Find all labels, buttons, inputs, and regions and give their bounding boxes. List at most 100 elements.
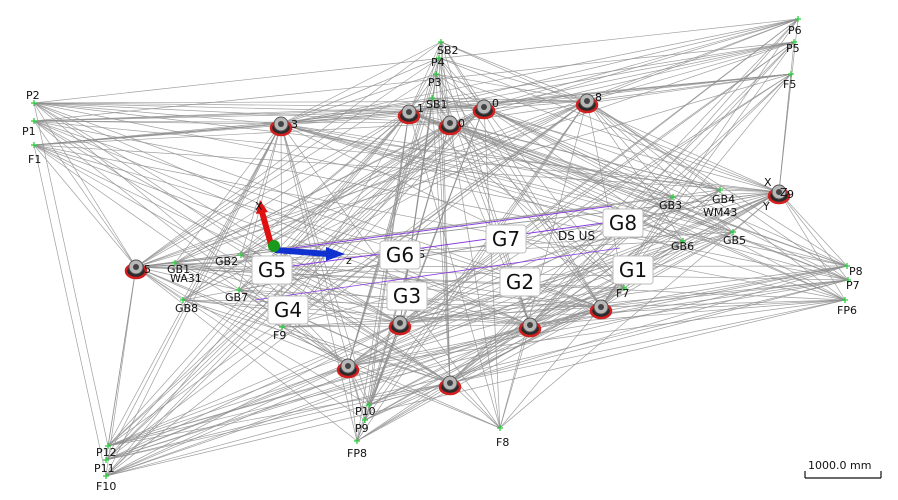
camera-c1[interactable]: 5: [124, 259, 151, 280]
ray-line: [238, 100, 588, 291]
point-marker-icon: [717, 187, 723, 193]
control-point-p6[interactable]: P6: [788, 16, 802, 37]
control-point-gb6[interactable]: GB6: [671, 238, 694, 253]
ray-line: [449, 122, 625, 289]
ray-line: [408, 41, 795, 113]
camera-c12[interactable]: [438, 375, 462, 396]
group-label-g7[interactable]: G7: [485, 224, 527, 254]
axis-x-head: [256, 200, 268, 214]
camera-lens-icon: [447, 380, 453, 386]
control-point-p9[interactable]: P9: [355, 417, 369, 435]
control-point-p7[interactable]: P7: [845, 277, 860, 292]
ray-line: [347, 299, 846, 367]
control-point-f7[interactable]: F7: [616, 285, 629, 300]
ray-line: [107, 100, 588, 447]
ray-line: [778, 191, 849, 281]
control-point-p4[interactable]: P4: [431, 55, 445, 69]
ray-line: [356, 100, 588, 442]
group-label-box: [612, 255, 654, 285]
control-point-p11[interactable]: P11: [94, 457, 115, 475]
ray-line: [107, 382, 451, 447]
group-label-g3[interactable]: G3: [386, 281, 428, 311]
ray-line: [529, 196, 674, 326]
camera-c4[interactable]: 0: [438, 115, 465, 136]
ray-line: [364, 306, 602, 421]
camera-label: 1: [417, 102, 424, 115]
ray-line: [449, 299, 846, 384]
group-label-g1[interactable]: G1: [612, 255, 654, 285]
control-point-f1[interactable]: F1: [28, 142, 41, 166]
control-point-f8[interactable]: F8: [496, 425, 509, 449]
ray-line: [347, 97, 433, 367]
control-point-f5[interactable]: F5: [783, 71, 796, 91]
camera-c9[interactable]: [518, 317, 542, 338]
control-point-gb1[interactable]: GB1: [167, 260, 190, 276]
group-label-g8[interactable]: G8: [602, 208, 644, 238]
guide-lines: [254, 205, 621, 301]
axis-x-label: X: [255, 200, 263, 213]
control-point-sb2[interactable]: SB2: [437, 39, 459, 57]
group-label-text: G6: [386, 243, 414, 267]
camera-c8[interactable]: [388, 315, 412, 336]
ray-line: [586, 100, 734, 233]
ray-line: [240, 123, 282, 256]
ray-line: [33, 100, 588, 122]
control-point-sb1[interactable]: SB1: [426, 95, 448, 111]
control-point-fp6[interactable]: FP6: [837, 297, 857, 317]
ray-line: [238, 289, 349, 367]
group-label-g6[interactable]: G6: [379, 240, 421, 270]
axis-z-arrow: [274, 247, 329, 257]
ray-line: [347, 279, 849, 367]
camera-c7[interactable]: 9: [767, 184, 794, 205]
group-label-box: [499, 267, 541, 297]
camera-c5[interactable]: 0: [472, 97, 499, 120]
ray-line: [672, 191, 780, 198]
camera-c2[interactable]: 3: [269, 116, 298, 137]
point-label: P5: [786, 42, 800, 55]
ray-line: [105, 266, 137, 461]
camera-c10[interactable]: [589, 299, 613, 320]
camera-label: 5: [144, 263, 151, 276]
camera-c6[interactable]: 8: [575, 91, 602, 114]
control-point-gb5[interactable]: GB5: [723, 229, 746, 247]
ray-line: [281, 322, 401, 328]
control-point-p2[interactable]: P2: [26, 89, 40, 106]
point-label: P12: [96, 446, 117, 459]
ray-line: [347, 287, 625, 367]
control-point-gb8[interactable]: GB8: [175, 297, 198, 315]
point-marker-icon: [279, 324, 285, 330]
camera-c3[interactable]: 1: [397, 102, 424, 125]
ray-line: [440, 41, 602, 308]
point-label: SB2: [437, 44, 459, 57]
control-point-f10[interactable]: F10: [96, 473, 116, 493]
group-label-text: G7: [492, 227, 520, 251]
ray-line: [719, 189, 780, 193]
control-point-p8[interactable]: P8: [844, 263, 863, 278]
control-point-p12[interactable]: P12: [96, 443, 117, 459]
ray-line: [105, 382, 451, 477]
control-point-gb4[interactable]: GB4: [712, 187, 735, 206]
ray-line: [281, 326, 349, 367]
group-label-g5[interactable]: G5: [251, 255, 293, 285]
control-point-p5[interactable]: P5: [786, 39, 800, 55]
ray-line: [399, 279, 849, 324]
point-marker-icon: [788, 71, 794, 77]
ray-line: [483, 106, 684, 242]
control-point-gb7[interactable]: GB7: [225, 287, 248, 304]
control-point-gb3[interactable]: GB3: [659, 194, 682, 212]
control-point-f9[interactable]: F9: [273, 324, 286, 342]
group-label-g4[interactable]: G4: [267, 295, 309, 325]
camera-lens-icon: [406, 109, 412, 115]
point-label: P7: [846, 279, 860, 292]
control-point-gb2[interactable]: GB2: [215, 252, 244, 268]
camera-c11[interactable]: [336, 358, 360, 379]
control-point-p3[interactable]: P3: [428, 71, 442, 89]
control-point-p1[interactable]: P1: [22, 118, 37, 138]
control-point-fp8[interactable]: FP8: [347, 438, 367, 460]
ray-line: [347, 365, 358, 442]
ray-line: [105, 100, 588, 477]
control-point-p10[interactable]: P10: [355, 402, 376, 418]
group-label-g2[interactable]: G2: [499, 267, 541, 297]
